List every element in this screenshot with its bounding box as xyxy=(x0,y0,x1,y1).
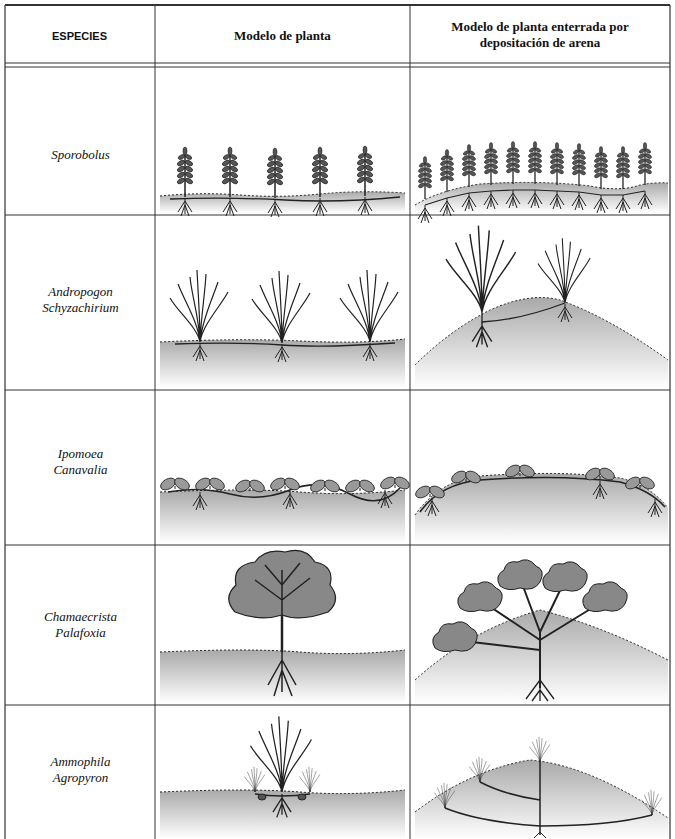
chamaecrista-plant-model xyxy=(160,550,405,703)
chamaecrista-buried-model xyxy=(415,560,668,703)
species-name: Andropogon Schyzachirium xyxy=(33,284,128,317)
column-header: ESPECIES xyxy=(52,30,107,42)
ipomoea-plant-model xyxy=(159,475,412,543)
species-name: Sporobolus xyxy=(33,147,128,163)
column-header: Modelo de planta enterrada por depositac… xyxy=(425,19,655,50)
table-grid xyxy=(5,5,670,839)
species-name: Ipomoea Canavalia xyxy=(33,446,128,479)
ammophila-plant-model xyxy=(160,716,405,839)
sporobolus-buried-model xyxy=(415,142,668,224)
sporobolus-plant-model xyxy=(160,146,405,217)
ammophila-buried-model xyxy=(415,737,668,839)
species-name: Chamaecrista Palafoxia xyxy=(33,609,128,642)
species-name: Ammophila Agropyron xyxy=(33,754,128,787)
andropogon-buried-model xyxy=(415,226,668,388)
ipomoea-buried-model xyxy=(414,463,668,543)
column-header: Modelo de planta xyxy=(234,28,331,44)
andropogon-plant-model xyxy=(160,270,405,388)
